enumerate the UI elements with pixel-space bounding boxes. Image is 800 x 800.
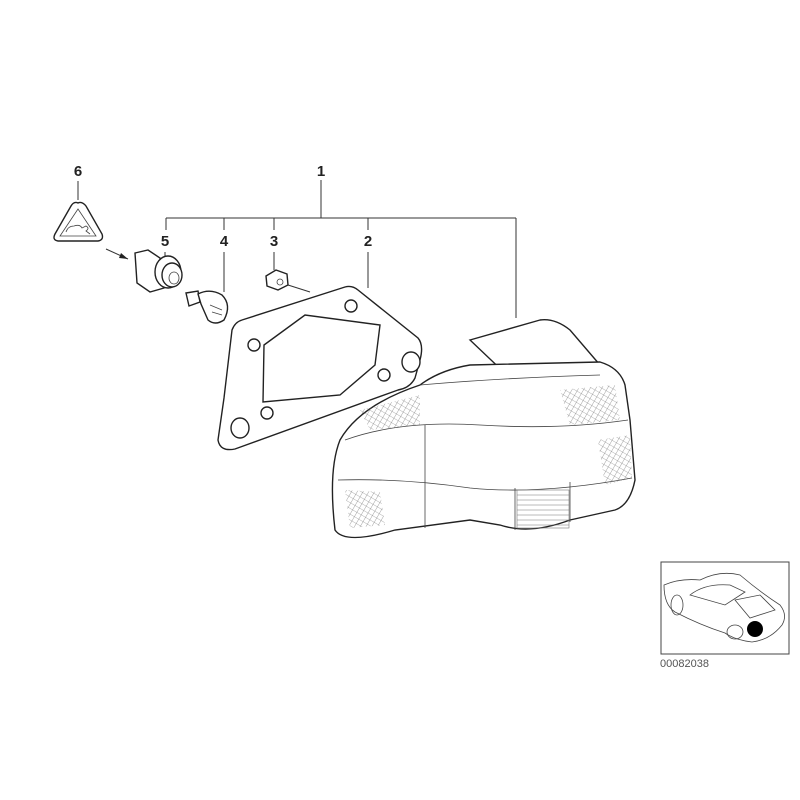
nut[interactable] bbox=[265, 269, 289, 291]
callout-1[interactable]: 1 bbox=[317, 163, 325, 180]
tail-light-assembly[interactable] bbox=[331, 319, 636, 539]
callout-4[interactable]: 4 bbox=[220, 233, 229, 250]
leader-lines bbox=[77, 180, 517, 318]
bulb-socket[interactable] bbox=[134, 249, 183, 293]
callout-2[interactable]: 2 bbox=[364, 233, 372, 250]
bulb[interactable] bbox=[185, 290, 229, 324]
callout-6[interactable]: 6 bbox=[74, 163, 82, 180]
vehicle-location-inset: 00082038 bbox=[660, 561, 790, 670]
image-code: 00082038 bbox=[660, 658, 709, 670]
gasket[interactable] bbox=[217, 285, 423, 451]
location-marker bbox=[747, 621, 763, 637]
callout-3[interactable]: 3 bbox=[270, 233, 278, 250]
car-outline-icon bbox=[663, 572, 785, 643]
warning-triangle-icon[interactable] bbox=[53, 201, 104, 242]
callout-5[interactable]: 5 bbox=[161, 233, 169, 250]
